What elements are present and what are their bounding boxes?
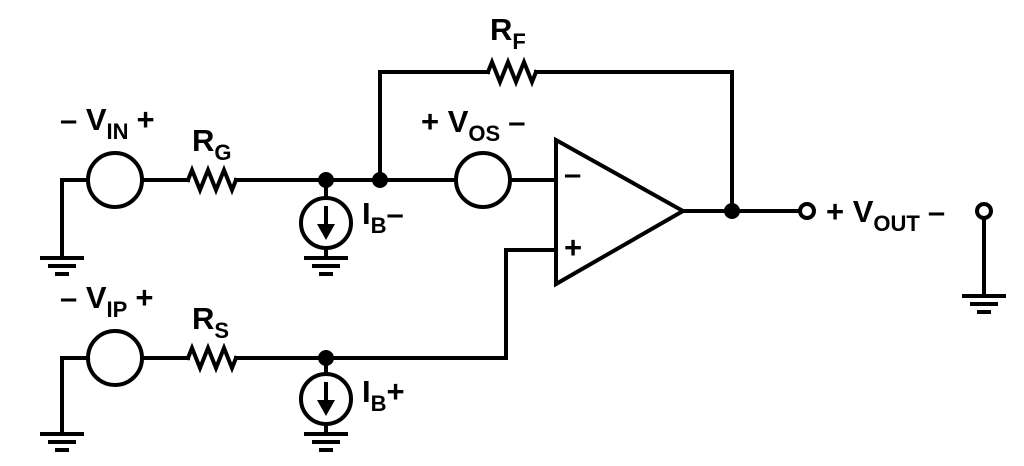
vout-plus-terminal (798, 202, 816, 220)
ib-minus-label-post: – (387, 196, 404, 231)
rg-label: RG (192, 123, 232, 165)
vout-label-sub: OUT (873, 211, 920, 236)
vin-label-sub: IN (107, 119, 129, 144)
vin-label-post: + (137, 102, 155, 137)
opamp-minus-sign: – (564, 156, 581, 191)
ib-minus-label-sub: B (371, 213, 387, 238)
vin-voltage-source (86, 151, 144, 209)
ib-minus-current-source (299, 178, 353, 276)
ib-plus-ground-icon (304, 432, 348, 452)
vip-ground-icon (40, 432, 84, 452)
feedback-path (378, 56, 734, 213)
vip-ground-wire (60, 356, 90, 436)
rf-label-main: R (490, 12, 512, 47)
rg-label-sub: G (214, 140, 231, 165)
op-amp-triangle (554, 136, 688, 288)
ib-minus-label-pre: I (362, 196, 371, 231)
vip-label: – VIP + (60, 280, 153, 322)
output-junction (724, 203, 740, 219)
ib-plus-label-sub: B (371, 391, 387, 416)
vos-label: + VOS– (421, 104, 525, 146)
vos-branch (454, 151, 558, 209)
vout-ground-icon (962, 294, 1006, 314)
rf-label-sub: F (512, 29, 525, 54)
vos-label-pre: + V (421, 104, 469, 139)
vout-label: + VOUT– (826, 194, 945, 236)
vout-label-pre: + V (826, 194, 874, 229)
vos-label-post: – (508, 104, 525, 139)
rs-resistor (185, 342, 239, 374)
rg-label-main: R (192, 123, 214, 158)
ib-plus-label-pre: I (362, 374, 371, 409)
ib-minus-ground-icon (304, 256, 348, 276)
rf-resistor (485, 56, 539, 88)
vip-label-sub: IP (107, 297, 128, 322)
vip-voltage-source (86, 329, 144, 387)
rs-label-sub: S (214, 318, 229, 343)
vos-label-sub: OS (468, 121, 500, 146)
ib-plus-current-source (299, 356, 353, 452)
rs-label-main: R (192, 301, 214, 336)
ib-minus-label: IB– (362, 196, 404, 238)
rs-label: RS (192, 301, 229, 343)
vin-ground-wire (60, 178, 90, 260)
ib-plus-label: IB+ (362, 374, 405, 416)
vos-voltage-source (454, 151, 512, 209)
rf-label: RF (490, 12, 526, 54)
rg-resistor (185, 164, 239, 196)
vip-label-pre: – V (60, 280, 107, 315)
op-amp: – + (554, 136, 688, 288)
opamp-plus-sign: + (564, 230, 582, 265)
vin-label: – VIN + (60, 102, 155, 144)
vin-ground-icon (40, 256, 84, 276)
ib-plus-label-post: + (387, 374, 405, 409)
output-branch (681, 202, 1006, 314)
vout-label-post: – (928, 194, 945, 229)
vip-label-post: + (135, 280, 153, 315)
vip-branch (40, 248, 558, 452)
vin-label-pre: – V (60, 102, 107, 137)
vout-minus-terminal (975, 202, 993, 220)
